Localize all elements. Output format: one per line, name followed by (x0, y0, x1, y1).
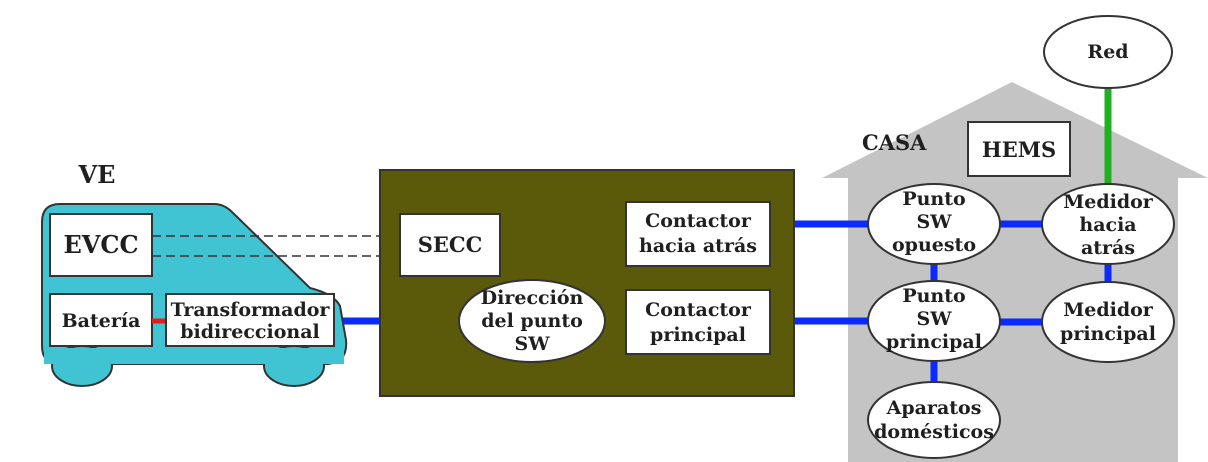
grid-label: Red (1087, 41, 1128, 63)
main-contactor-box (625, 289, 771, 355)
secc-label: SECC (418, 232, 483, 257)
battery-label: Batería (62, 310, 141, 332)
appliances-line1: Aparatos (886, 397, 982, 419)
vehicle-label: VE (78, 160, 116, 189)
vehicle-body-base (44, 348, 344, 364)
opposite-switch-node (867, 183, 1001, 265)
main-contactor-line1: Contactor (645, 299, 752, 321)
main-meter-node (1041, 281, 1175, 363)
hems-label: HEMS (982, 137, 1056, 162)
switch-direction-line3: SW (514, 333, 550, 355)
transformer-box (165, 293, 335, 347)
transformer-label-line1: Transformador (171, 299, 331, 321)
back-contactor-line1: Contactor (645, 210, 752, 232)
main-switch-line3: principal (886, 331, 982, 353)
main-meter-line1: Medidor (1063, 299, 1154, 321)
evcc-label: EVCC (63, 230, 138, 259)
evcc-box (49, 213, 153, 277)
appliances-line2: domésticos (874, 421, 994, 443)
switch-direction-line1: Dirección (481, 287, 584, 309)
transformer-label-line2: bidireccional (180, 321, 319, 343)
main-switch-line2: SW (916, 308, 952, 330)
opposite-switch-line3: opuesto (892, 234, 976, 256)
secc-box (399, 213, 501, 277)
main-meter-line2: principal (1060, 323, 1156, 345)
house-label: CASA (862, 130, 927, 155)
back-meter-line3: atrás (1081, 237, 1135, 259)
appliances-node (867, 381, 1001, 459)
back-meter-node (1041, 183, 1175, 265)
switch-direction-line2: del punto (481, 310, 583, 332)
back-contactor-line2: hacia atrás (639, 235, 757, 257)
hems-box (967, 121, 1071, 177)
switch-direction-node (458, 279, 606, 363)
grid-node (1043, 15, 1173, 89)
back-meter-line2: hacia (1079, 214, 1136, 236)
back-contactor-box (625, 201, 771, 267)
main-switch-line1: Punto (902, 285, 965, 307)
battery-box (49, 293, 153, 347)
opposite-switch-line1: Punto (902, 188, 965, 210)
main-switch-node (867, 280, 1001, 362)
opposite-switch-line2: SW (916, 211, 952, 233)
back-meter-line1: Medidor (1063, 191, 1154, 213)
main-contactor-line2: principal (650, 324, 746, 346)
